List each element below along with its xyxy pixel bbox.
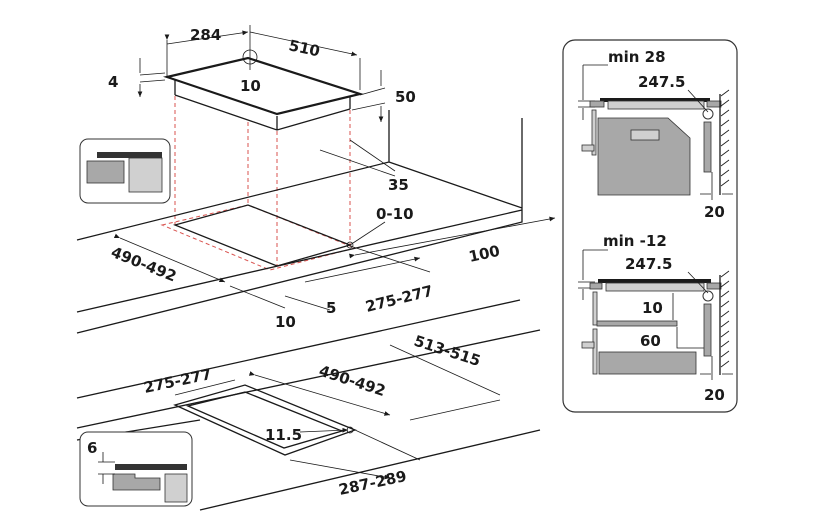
drawer-gap-60: 60: [640, 332, 661, 350]
oven-wall-gap-20: 20: [704, 203, 725, 221]
dim-4: 4: [108, 73, 118, 91]
dim-490-492-top: 490-492: [109, 243, 180, 285]
projection-lines: [160, 96, 357, 271]
drawer-dim-247-5: 247.5: [625, 255, 672, 273]
oven-min-28: min 28: [608, 48, 666, 66]
dim-275-277-lower: 275-277: [142, 365, 213, 397]
dim-100: 100: [467, 242, 501, 266]
drawer-wall-gap-20: 20: [704, 386, 725, 404]
dim-5: 5: [326, 299, 336, 317]
dim-490-492-lower: 490-492: [317, 362, 388, 400]
oven-dim-247-5: 247.5: [638, 73, 685, 91]
dim-510: 510: [287, 36, 321, 60]
dim-6: 6: [87, 439, 97, 457]
drawer-min-12: min -12: [603, 232, 667, 250]
dim-11-5: 11.5: [265, 426, 302, 444]
dim-10-radius: 10: [240, 77, 261, 95]
drawer-gap-10: 10: [642, 299, 663, 317]
dim-287-289: 287-289: [337, 467, 408, 499]
drawer-section: [578, 249, 733, 380]
flush-install-icon: [79, 431, 193, 507]
flush-cutout-drawing: [76, 299, 541, 511]
oven-section: [578, 64, 733, 200]
flat-install-icon: [79, 138, 171, 204]
dim-275-277-top: 275-277: [364, 282, 435, 316]
dim-50: 50: [395, 88, 416, 106]
dim-0-10: 0-10: [376, 205, 414, 223]
dim-513-515: 513-515: [412, 332, 483, 370]
dim-35: 35: [388, 176, 409, 194]
hob-top-drawing: [140, 25, 385, 131]
dim-10-front: 10: [275, 313, 296, 331]
dim-284: 284: [190, 26, 221, 44]
countertop-upper: [76, 110, 556, 334]
